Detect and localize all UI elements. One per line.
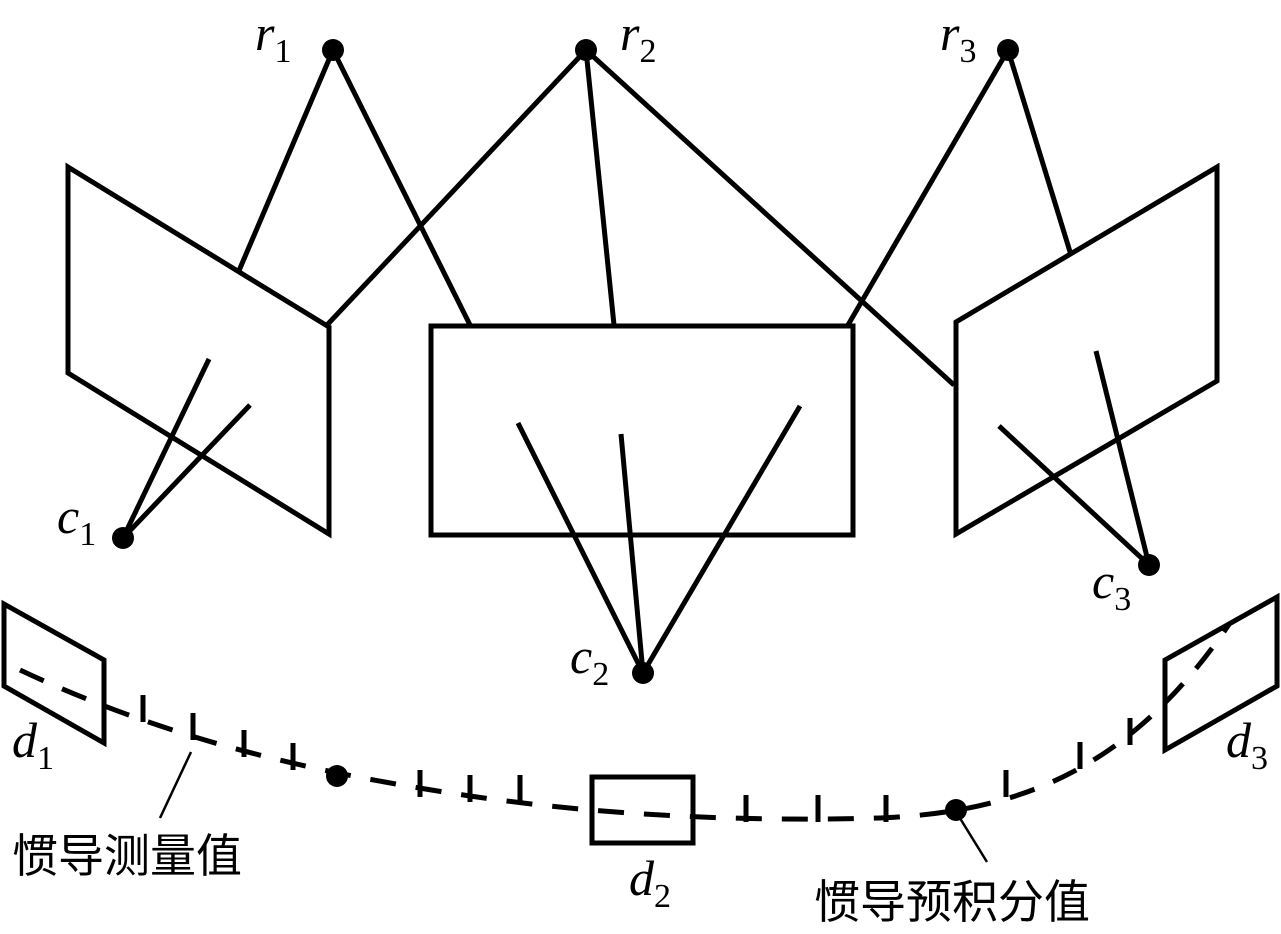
imu-frame-1	[1, 599, 107, 748]
ray-c2-a	[515, 421, 646, 675]
ray-c2-c	[640, 404, 803, 675]
ray-c1-a	[120, 357, 212, 540]
camera-center-c3	[1138, 554, 1160, 576]
ray-c3-a	[1093, 350, 1152, 566]
preintegration-node-2	[945, 799, 967, 821]
preintegration-node-1	[326, 765, 348, 787]
image-plane-2	[428, 323, 856, 538]
label-d2: d2	[629, 850, 671, 915]
ray-r3-plane2	[845, 48, 1011, 327]
ray-c2-b	[618, 433, 646, 674]
ray-r2-plane1	[325, 48, 588, 327]
imu-measurement-leader	[158, 751, 193, 819]
imu-preintegration-label: 惯导预积分值	[814, 875, 1090, 929]
label-r2: r2	[620, 5, 656, 70]
camera-center-c2	[632, 662, 654, 684]
landmark-r1	[322, 39, 344, 61]
ray-r1-plane2	[330, 48, 473, 327]
label-d1: d1	[12, 712, 54, 777]
label-r1: r1	[255, 5, 291, 70]
label-c1: c1	[57, 488, 96, 553]
image-plane-1	[65, 162, 332, 539]
ray-c1-b	[121, 403, 252, 540]
label-c3: c3	[1092, 553, 1131, 618]
label-r3: r3	[940, 5, 976, 70]
ray-r3-plane3	[1005, 49, 1074, 256]
imu-frame-3	[1162, 592, 1280, 755]
image-plane-3	[953, 162, 1220, 539]
imu-trajectory	[18, 621, 1233, 822]
ray-c3-b	[997, 424, 1151, 567]
camera-center-c1	[112, 527, 134, 549]
ray-r1-plane1	[235, 49, 336, 274]
imu-preintegration-leader	[956, 814, 989, 863]
label-c2: c2	[570, 628, 609, 693]
ray-r2-plane2	[583, 49, 617, 326]
label-d3: d3	[1226, 712, 1268, 777]
imu-measurement-label: 惯导测量值	[12, 829, 242, 883]
ray-r2-plane3	[584, 48, 956, 387]
landmark-r3	[997, 39, 1019, 61]
imu-frame-2	[589, 774, 696, 846]
landmark-r2	[575, 39, 597, 61]
